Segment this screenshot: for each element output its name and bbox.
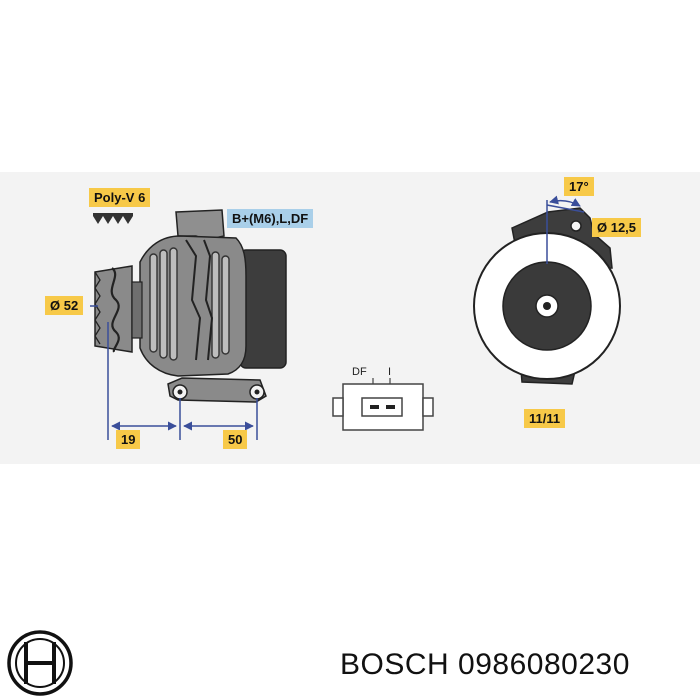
offset-50-label: 50 [223, 430, 248, 449]
terminals-label: B+(M6),L,DF [227, 209, 314, 228]
product-caption: BOSCH 0986080230 [340, 648, 630, 682]
plug-connector [332, 378, 434, 431]
dimension-lines-front [546, 195, 585, 264]
clock-position-label: 11/11 [524, 409, 566, 428]
offset-19-label: 19 [116, 430, 141, 449]
alternator-side-view [94, 209, 287, 403]
part-number: 0986080230 [458, 648, 630, 681]
hole-diameter-label: Ø 12,5 [592, 218, 642, 237]
plug-df-label: DF [352, 366, 367, 378]
brand-name: BOSCH [340, 648, 450, 681]
poly-v-belt-icon [93, 213, 133, 224]
angle-label: 17° [564, 177, 594, 196]
belt-type-label: Poly-V 6 [89, 188, 151, 207]
dimension-lines-side [90, 305, 258, 440]
bosch-armature-logo [7, 630, 73, 696]
pulley-diameter-label: Ø 52 [45, 296, 84, 315]
plug-i-label: I [388, 366, 392, 378]
